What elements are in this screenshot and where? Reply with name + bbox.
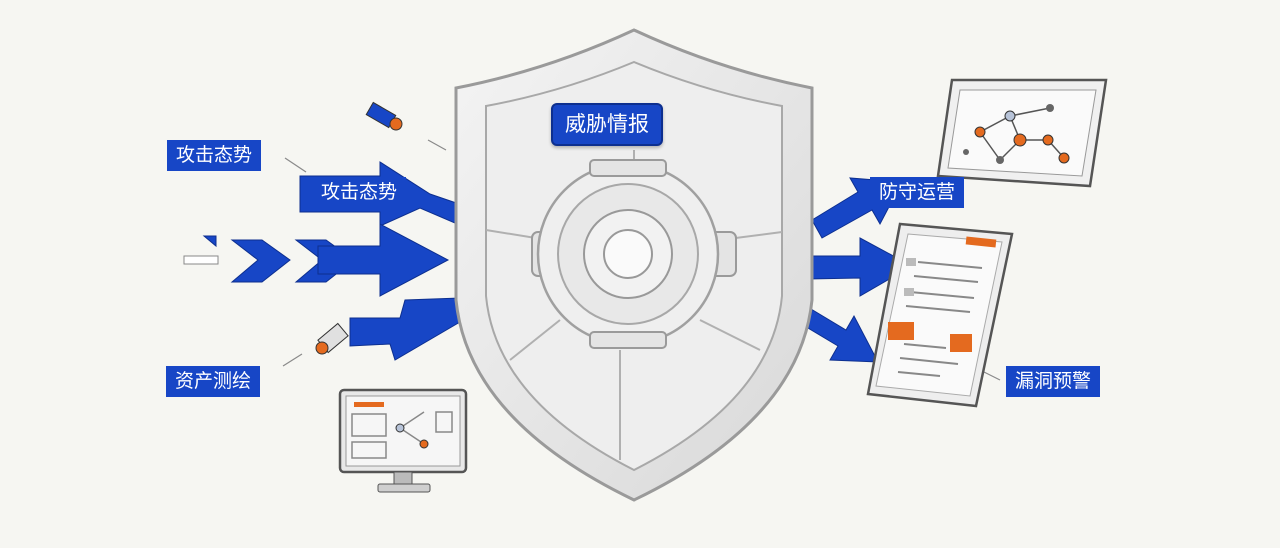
label-defense-operation: 防守运营 [870,177,965,208]
vault-dial-icon [531,159,737,349]
arrow-main-center [317,223,450,297]
arrow-asset-mapping [349,297,461,361]
label-vuln-alert: 漏洞预警 [1006,366,1101,397]
document-icon [866,222,1014,408]
label-attack-posture-arrow: 攻击态势 [312,177,407,208]
center-label-threat-intel: 威胁情报 [551,103,663,146]
label-asset-mapping: 资产测绘 [166,366,261,397]
outgoing-arrows [757,177,914,363]
chevron-arrow-1 [230,239,291,283]
network-graph-icon [936,78,1108,188]
flashlight-icon [365,101,403,131]
label-attack-posture-left: 攻击态势 [167,140,262,171]
monitor-icon [338,388,468,493]
small-flag-mark [183,255,219,265]
leader-lines [282,139,1001,381]
small-flag-triangle [202,235,217,248]
flashlight-icon-bottom [315,322,349,355]
